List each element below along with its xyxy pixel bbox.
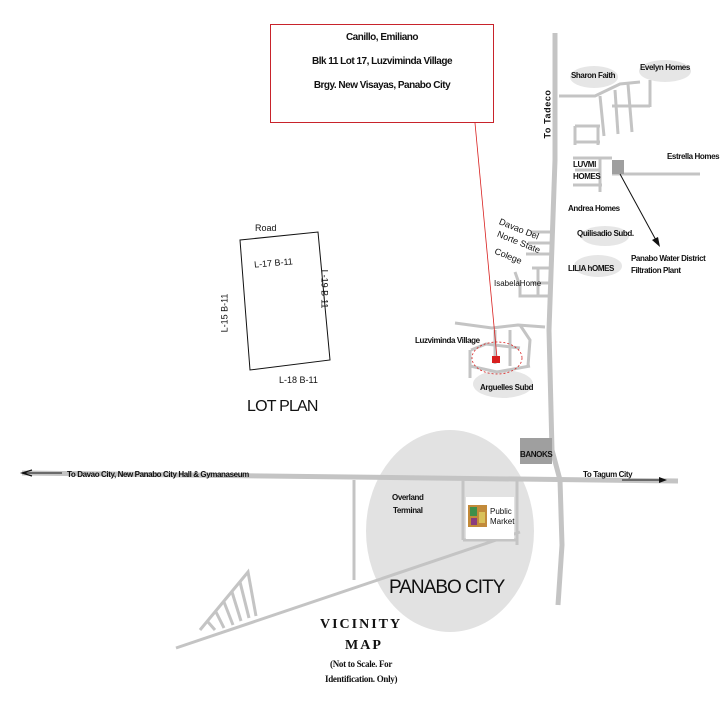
lot-15-label: L-15 B-11 bbox=[219, 293, 230, 333]
overland-terminal-label-1: Overland bbox=[392, 493, 424, 502]
plant-pointer-line bbox=[619, 173, 658, 243]
lot-plan-title: LOT PLAN bbox=[247, 398, 318, 415]
public-market-icon bbox=[468, 505, 487, 527]
place-label-backgrounds bbox=[473, 60, 691, 398]
luzviminda-village-roads bbox=[454, 321, 546, 378]
plant-pointer-arrow-icon bbox=[652, 237, 660, 247]
national-highway bbox=[21, 470, 679, 484]
northern-subdivisions bbox=[559, 80, 700, 192]
lot-road-label: Road bbox=[255, 223, 277, 233]
filtration-plant-building bbox=[612, 160, 624, 174]
lilia-homes-label: LILIA hOMES bbox=[568, 264, 614, 273]
sharon-faith-label: Sharon Faith bbox=[571, 71, 616, 80]
luzviminda-village-label: Luzviminda Village bbox=[415, 336, 480, 345]
public-market-label-1: Public bbox=[490, 507, 512, 516]
college-area-roads bbox=[513, 230, 550, 298]
owner-address-line-2: Brgy. New Visayas, Panabo City bbox=[313, 80, 451, 91]
vicinity-note-2: Identification. Only) bbox=[325, 674, 398, 684]
lot-18-label: L-18 B-11 bbox=[279, 375, 318, 385]
lot-19-label: L-19 B-11 bbox=[319, 269, 330, 309]
public-market-label-2: Market bbox=[490, 517, 515, 526]
vicinity-title-1: VICINITY bbox=[320, 617, 403, 632]
vicinity-note-1: (Not to Scale. For bbox=[330, 659, 393, 669]
panabo-city-label: PANABO CITY bbox=[389, 577, 505, 598]
isabela-homes-label: IsabelaHome bbox=[494, 279, 542, 288]
lot-location-marker-icon bbox=[492, 356, 500, 363]
luvmi-homes-label-2: HOMES bbox=[573, 172, 601, 181]
city-center-streets bbox=[175, 478, 521, 650]
to-davao-label: To Davao City, New Panabo City Hall & Gy… bbox=[67, 470, 249, 479]
banoks-building bbox=[520, 438, 552, 464]
water-plant-label-1: Panabo Water District bbox=[631, 254, 706, 263]
water-plant-label-2: Filtration Plant bbox=[631, 266, 681, 275]
to-tadeco-label: To Tadeco bbox=[542, 89, 553, 139]
lot-17-polygon bbox=[239, 231, 331, 371]
andrea-homes-label: Andrea Homes bbox=[568, 204, 620, 213]
address-pointer-line bbox=[474, 122, 498, 359]
evelyn-homes-label: Evelyn Homes bbox=[640, 63, 690, 72]
southwest-subdivision bbox=[198, 568, 258, 631]
owner-name: Canillo, Emiliano bbox=[345, 32, 419, 43]
lot-location-highlight bbox=[471, 341, 523, 375]
vicinity-title-2: MAP bbox=[345, 638, 383, 653]
overland-terminal-label-2: Terminal bbox=[393, 506, 423, 515]
banoks-label: BANOKS bbox=[520, 450, 553, 459]
arguelles-subd-label: Arguelles Subd bbox=[480, 383, 534, 392]
owner-address-box: Canillo, Emiliano Blk 11 Lot 17, Luzvimi… bbox=[270, 24, 494, 123]
quilisadio-label: Quilisadio Subd. bbox=[577, 229, 634, 238]
arrow-to-tagum-icon bbox=[659, 477, 667, 483]
luvmi-homes-label-1: LUVMI bbox=[573, 160, 596, 169]
estrella-homes-label: Estrella Homes bbox=[667, 152, 720, 161]
owner-address-line-1: Blk 11 Lot 17, Luzviminda Village bbox=[311, 56, 453, 67]
to-tagum-label: To Tagum City bbox=[583, 470, 633, 479]
